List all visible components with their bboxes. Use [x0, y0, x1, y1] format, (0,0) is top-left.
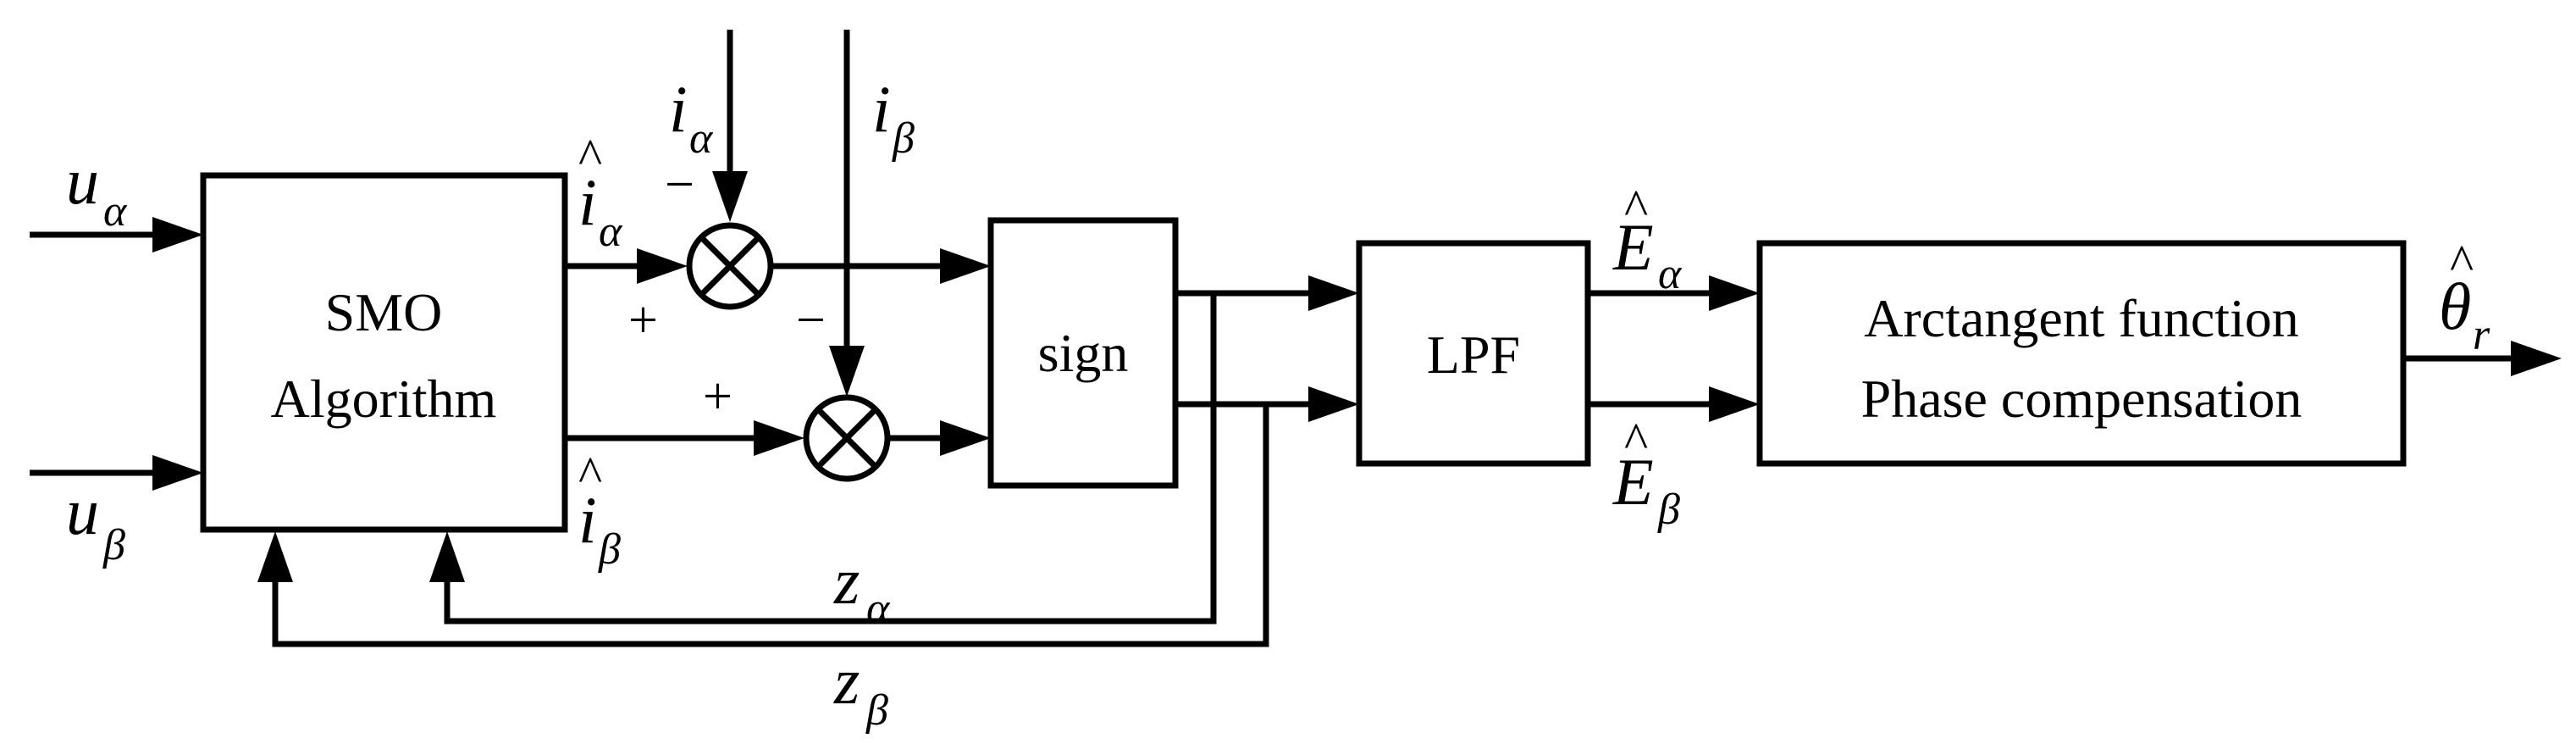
label-i-hat-alpha: ^ i α — [578, 129, 623, 256]
arctangent-block-label-line2: Phase compensation — [1861, 369, 2302, 429]
svg-text:^: ^ — [578, 129, 602, 185]
error-alpha-wire — [771, 248, 991, 284]
label-u-alpha: u α — [66, 144, 128, 236]
label-e-hat-beta: ^ E β — [1612, 413, 1680, 534]
label-u-beta: u β — [66, 475, 125, 569]
u-alpha-input-wire — [30, 217, 203, 253]
smo-block-label-line1: SMO — [325, 282, 443, 342]
svg-text:i: i — [578, 165, 597, 239]
summing-junction-alpha — [686, 222, 774, 310]
label-z-beta: z β — [833, 644, 888, 735]
label-i-alpha: i α — [669, 72, 714, 163]
svg-text:α: α — [1658, 250, 1683, 298]
svg-text:β: β — [865, 686, 888, 735]
lpf-block-label: LPF — [1427, 325, 1520, 385]
svg-text:α: α — [103, 187, 128, 236]
svg-text:^: ^ — [1624, 413, 1648, 469]
svg-text:r: r — [2473, 311, 2490, 359]
label-theta-hat-r: ^ θ r — [2439, 235, 2490, 359]
svg-text:i: i — [578, 483, 597, 557]
svg-text:α: α — [866, 585, 891, 633]
sum1-minus-sign: − — [665, 156, 694, 214]
sum1-plus-sign: + — [628, 291, 658, 349]
z-alpha-forward-wire — [1175, 275, 1359, 311]
svg-text:^: ^ — [578, 447, 602, 502]
svg-text:i: i — [669, 72, 688, 146]
sign-block-label: sign — [1038, 323, 1129, 383]
i-hat-alpha-wire — [565, 248, 688, 284]
svg-text:u: u — [66, 144, 99, 218]
label-z-alpha: z α — [833, 544, 891, 633]
svg-text:β: β — [892, 114, 915, 163]
svg-text:β: β — [102, 521, 125, 569]
label-i-hat-beta: ^ i β — [578, 447, 621, 574]
z-beta-forward-wire — [1175, 386, 1359, 422]
label-e-hat-alpha: ^ E α — [1612, 180, 1683, 298]
svg-text:z: z — [833, 644, 860, 718]
sum2-minus-sign: − — [796, 291, 826, 349]
i-alpha-measured-wire — [712, 30, 748, 222]
svg-text:^: ^ — [1624, 180, 1648, 236]
svg-text:^: ^ — [2450, 235, 2474, 291]
smo-algorithm-block: SMO Algorithm — [200, 172, 568, 533]
svg-text:β: β — [598, 525, 621, 574]
z-alpha-feedback-wire — [429, 293, 1217, 625]
label-i-beta: i β — [872, 72, 915, 163]
z-beta-feedback-wire — [257, 404, 1269, 647]
u-beta-input-wire — [30, 455, 203, 491]
svg-text:α: α — [599, 208, 623, 256]
svg-text:i: i — [872, 72, 891, 146]
i-beta-measured-wire — [829, 30, 865, 397]
i-hat-beta-wire — [565, 420, 804, 456]
svg-text:E: E — [1612, 445, 1654, 519]
svg-text:z: z — [833, 544, 860, 618]
e-hat-alpha-wire — [1588, 275, 1760, 311]
arctangent-block: Arctangent function Phase compensation — [1756, 240, 2407, 467]
theta-output-wire — [2403, 341, 2562, 376]
sum2-plus-sign: + — [703, 368, 732, 425]
smo-block-label-line2: Algorithm — [271, 369, 497, 429]
arctangent-block-label-line1: Arctangent function — [1864, 288, 2299, 348]
summing-junction-beta — [803, 394, 891, 482]
error-beta-wire — [887, 420, 991, 456]
svg-text:u: u — [66, 475, 99, 548]
svg-text:α: α — [689, 114, 714, 163]
lpf-block: LPF — [1356, 240, 1591, 467]
svg-text:θ: θ — [2439, 269, 2471, 343]
svg-text:β: β — [1657, 486, 1680, 534]
svg-text:E: E — [1612, 210, 1654, 284]
e-hat-beta-wire — [1588, 386, 1760, 422]
sign-block: sign — [987, 217, 1179, 489]
